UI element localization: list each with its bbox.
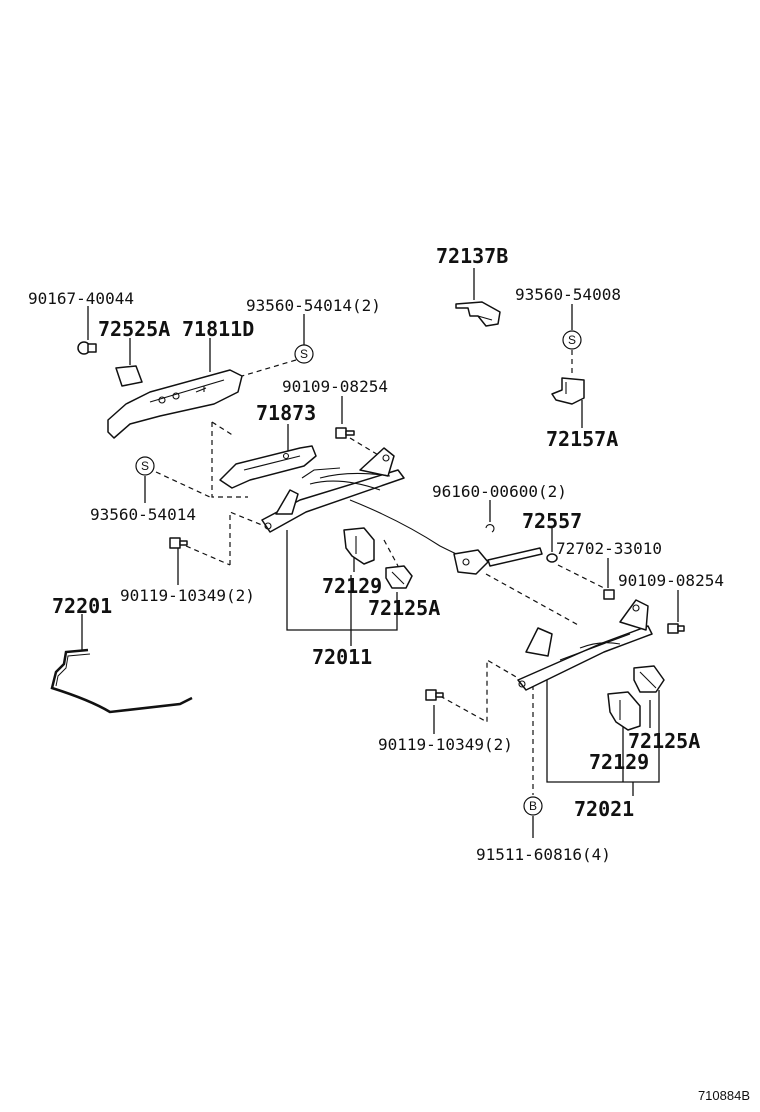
part-72125A-b-shape [633, 665, 665, 693]
label-93560-54014: 93560-54014 [90, 505, 196, 524]
part-96160-ring [485, 524, 495, 533]
part-71811D-shape [107, 369, 243, 439]
symbol-s-right: S [562, 330, 582, 350]
figure-id: 710884B [698, 1088, 750, 1103]
part-72201-wire [50, 648, 193, 714]
svg-text:S: S [300, 347, 308, 361]
part-72157A-shape [551, 377, 585, 405]
svg-text:S: S [568, 333, 576, 347]
part-72129-a-shape [343, 527, 375, 565]
part-90119-bolt-b [425, 689, 444, 701]
symbol-s-left: S [135, 456, 155, 476]
label-72201: 72201 [52, 594, 112, 618]
label-71811D: 71811D [182, 317, 254, 341]
label-72525A: 72525A [98, 317, 170, 341]
part-72011-track [261, 447, 405, 533]
part-72525A-shape [115, 365, 143, 387]
label-72702-33010: 72702-33010 [556, 539, 662, 558]
label-72125A-a: 72125A [368, 596, 440, 620]
label-72011: 72011 [312, 645, 372, 669]
label-72125A-b: 72125A [628, 729, 700, 753]
label-90109-08254-a: 90109-08254 [282, 377, 388, 396]
label-90167-40044: 90167-40044 [28, 289, 134, 308]
symbol-b: B [523, 796, 543, 816]
part-72125A-a-shape [385, 565, 413, 589]
svg-text:S: S [141, 459, 149, 473]
part-72021-track [517, 599, 653, 691]
part-labels: 72137B 93560-54008 90167-40044 93560-540… [28, 244, 724, 864]
label-93560-54014-2: 93560-54014(2) [246, 296, 381, 315]
label-91511-60816-4: 91511-60816(4) [476, 845, 611, 864]
part-90167-screw [77, 341, 97, 355]
label-90119-10349-2-b: 90119-10349(2) [378, 735, 513, 754]
parts-drawings [50, 301, 685, 731]
symbol-s-top: S [294, 344, 314, 364]
svg-text:B: B [529, 799, 537, 813]
label-96160-00600-2: 96160-00600(2) [432, 482, 567, 501]
part-90109-bolt-c [667, 623, 685, 634]
part-72137B-shape [455, 301, 501, 327]
label-72129-b: 72129 [589, 750, 649, 774]
part-72129-b-shape [607, 691, 641, 731]
label-72129-a: 72129 [322, 574, 382, 598]
label-71873: 71873 [256, 401, 316, 425]
label-72557: 72557 [522, 509, 582, 533]
label-72137B: 72137B [436, 244, 508, 268]
part-72557-shape [453, 547, 543, 575]
label-72157A: 72157A [546, 427, 618, 451]
part-71873-shape [219, 445, 317, 489]
part-90109-bolt-a [335, 427, 355, 439]
part-90109-bolt-b [603, 589, 615, 600]
label-93560-54008: 93560-54008 [515, 285, 621, 304]
label-72021: 72021 [574, 797, 634, 821]
part-90119-bolt-a [169, 537, 188, 549]
label-90109-08254-b: 90109-08254 [618, 571, 724, 590]
label-90119-10349-2-a: 90119-10349(2) [120, 586, 255, 605]
part-72702-washer [546, 553, 558, 563]
